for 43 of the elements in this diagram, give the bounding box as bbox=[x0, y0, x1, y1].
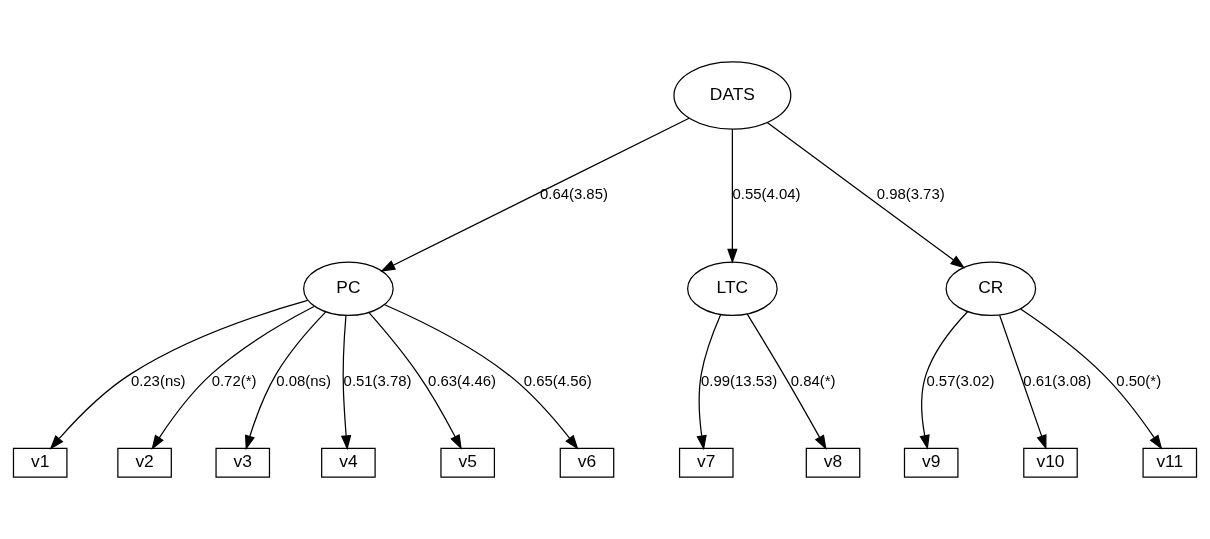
edge-label: 0.63(4.46) bbox=[428, 372, 497, 389]
arrow bbox=[696, 314, 722, 451]
arrow bbox=[380, 117, 690, 272]
node-box: v3 bbox=[215, 447, 271, 478]
node-box: v10 bbox=[1023, 447, 1078, 478]
node-box: v1 bbox=[12, 447, 68, 478]
arrow bbox=[766, 121, 966, 269]
edge-label: 0.64(3.85) bbox=[539, 186, 608, 203]
arrow bbox=[999, 314, 1047, 450]
node-box: v9 bbox=[903, 447, 959, 478]
arrow bbox=[919, 311, 969, 450]
arrow bbox=[151, 305, 315, 450]
arrow bbox=[245, 311, 327, 451]
node-box: v4 bbox=[321, 447, 376, 478]
edge-label: 0.72(*) bbox=[211, 372, 257, 389]
edge-label: 0.84(*) bbox=[790, 372, 836, 389]
node-box: v11 bbox=[1142, 447, 1198, 478]
node-ellipse: PC bbox=[303, 261, 394, 317]
node-box: v6 bbox=[559, 447, 615, 478]
edge-label: 0.23(ns) bbox=[130, 372, 186, 389]
arrow bbox=[384, 304, 579, 450]
node-ellipse: LTC bbox=[687, 261, 778, 317]
edge-label: 0.65(4.56) bbox=[523, 372, 592, 389]
edge-label: 0.57(3.02) bbox=[926, 372, 995, 389]
edge-label: 0.51(3.78) bbox=[343, 372, 412, 389]
edge-label: 0.08(ns) bbox=[276, 372, 331, 389]
arrow bbox=[1020, 308, 1163, 450]
node-box: v8 bbox=[805, 447, 861, 478]
arrow bbox=[727, 128, 738, 264]
node-ellipse: CR bbox=[945, 261, 1037, 317]
node-box: v5 bbox=[440, 447, 495, 478]
edge-label: 0.99(13.53) bbox=[701, 372, 778, 389]
arrow bbox=[368, 312, 462, 450]
edge-label: 0.61(3.08) bbox=[1023, 372, 1092, 389]
edge-label: 0.98(3.73) bbox=[876, 186, 945, 203]
arrow bbox=[340, 314, 352, 451]
node-box: v7 bbox=[678, 447, 734, 478]
edge-label: 0.55(4.04) bbox=[732, 186, 801, 203]
arrow bbox=[746, 313, 827, 450]
edge-label: 0.50(*) bbox=[1116, 372, 1162, 389]
node-ellipse: DATS bbox=[673, 61, 792, 130]
arrow bbox=[49, 299, 309, 450]
node-box: v2 bbox=[117, 447, 172, 478]
